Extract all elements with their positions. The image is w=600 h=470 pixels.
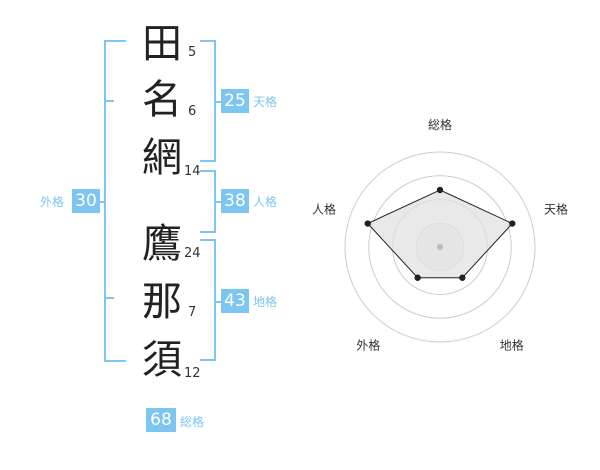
chikaku-label: 地格 [253,295,278,309]
stroke-count-6: 12 [184,366,201,381]
chikaku-bracket [200,239,216,361]
radar-point-4 [414,274,421,281]
tenkaku-label: 天格 [253,95,278,109]
radar-point-5 [364,220,371,227]
soukaku-value: 68 [146,408,176,432]
jinkaku-connector [214,201,222,203]
tenkaku-connector [214,101,222,103]
radar-axis-label-4: 外格 [356,338,380,353]
radar-data-polygon [366,189,514,279]
gaikaku-connector [98,201,106,203]
name-char-3: 網 [142,135,182,181]
radar-point-2 [509,220,516,227]
radar-axis-label-3: 地格 [500,338,524,353]
radar-axis-label-2: 天格 [544,201,568,216]
jinkaku-value: 38 [221,189,249,213]
stroke-count-2: 6 [188,104,197,119]
gaikaku-label: 外格 [40,195,65,209]
gaikaku-tick-1 [104,100,114,102]
radar-center-dot [437,244,443,250]
name-char-6: 須 [142,337,182,383]
radar-axis-label-5: 人格 [312,201,336,216]
name-char-5: 那 [142,279,182,325]
name-char-1: 田 [142,21,182,67]
stroke-count-3: 14 [184,164,201,179]
tenkaku-value: 25 [221,89,249,113]
name-char-4: 鷹 [142,221,182,267]
soukaku-label: 総格 [180,415,205,429]
name-char-2: 名 [142,77,182,123]
jinkaku-label: 人格 [253,195,278,209]
radar-point-1 [436,186,444,194]
radar-axis-label-1: 総格 [428,117,452,132]
radar-point-3 [459,274,466,281]
stroke-count-5: 7 [188,305,197,320]
stroke-count-1: 5 [188,45,197,60]
gaikaku-tick-2 [104,297,114,299]
stroke-count-4: 24 [184,246,201,261]
chikaku-connector [214,301,222,303]
chikaku-value: 43 [221,289,249,313]
gaikaku-value: 30 [72,189,100,213]
